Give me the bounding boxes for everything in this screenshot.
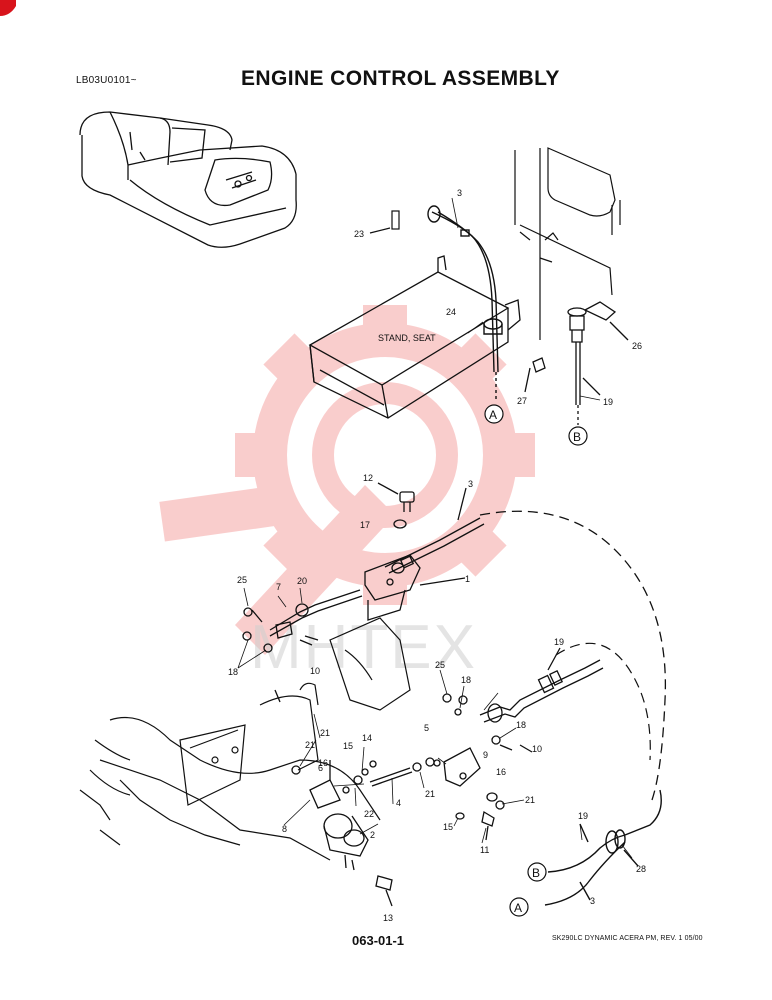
callout-5: 5: [424, 723, 429, 733]
connector-a-upper: A: [484, 404, 504, 424]
connector-b-upper: B: [568, 426, 588, 446]
callout-21-b: 21: [320, 728, 330, 738]
catalog-code: LB03U0101~: [76, 75, 137, 86]
callout-28: 28: [636, 864, 646, 874]
svg-text:A: A: [489, 408, 497, 422]
throttle-cable-upper: [427, 205, 503, 400]
cable-routing-dashed-2: [555, 642, 651, 761]
revision-note: SK290LC DYNAMIC ACERA PM, REV. 1 05/00: [552, 935, 703, 942]
bracket-part-1: [364, 554, 466, 621]
callout-9: 9: [483, 750, 488, 760]
callout-18-left: 18: [228, 667, 238, 677]
bolt-part-12: [377, 482, 415, 529]
throttle-cable-lower: [544, 789, 662, 906]
callout-25-right: 25: [435, 660, 445, 670]
callout-24: 24: [446, 307, 456, 317]
throttle-dial-unit: [524, 301, 629, 425]
callout-16-left: 16: [318, 758, 328, 768]
callout-16-right: 16: [496, 767, 506, 777]
lever-part-9: [433, 747, 505, 841]
callout-10-left: 10: [310, 666, 320, 676]
callout-3-top: 3: [457, 188, 462, 198]
page-number: 063-01-1: [352, 933, 405, 948]
callout-10-right: 10: [532, 744, 542, 754]
seat-console-view: [79, 111, 297, 248]
callout-6: 6: [318, 763, 323, 773]
callout-21-left: 21: [305, 740, 315, 750]
callout-8: 8: [282, 824, 287, 834]
svg-text:A: A: [514, 901, 522, 915]
rod-part-4: [342, 757, 435, 794]
cable-end-right: [458, 647, 604, 723]
leader-lines: [237, 197, 633, 859]
callout-12: 12: [363, 473, 373, 483]
callout-4: 4: [396, 798, 401, 808]
callout-1: 1: [465, 574, 470, 584]
callout-19-mid: 19: [554, 637, 564, 647]
callout-11: 11: [480, 845, 489, 855]
watermark-text: MHTEX: [250, 613, 477, 682]
engine-governor-housing: [79, 617, 411, 861]
svg-text:B: B: [573, 430, 581, 444]
page-title: ENGINE CONTROL ASSEMBLY: [241, 67, 560, 90]
callout-20: 20: [297, 576, 307, 586]
callout-19-low: 19: [578, 811, 588, 821]
connector-a-lower: A: [509, 897, 529, 917]
corner-mark-icon: [0, 0, 16, 16]
cab-corner: [514, 147, 621, 340]
callout-23: 23: [354, 229, 364, 239]
cable-routing-dashed: [479, 510, 667, 801]
callout-21-c: 21: [425, 789, 435, 799]
callout-17: 17: [360, 520, 370, 530]
callout-14: 14: [362, 733, 372, 743]
callout-27: 27: [517, 396, 527, 406]
callout-13: 13: [383, 913, 393, 923]
callout-7: 7: [276, 582, 281, 592]
watermark-gear-icon: [159, 305, 535, 655]
callout-25-left: 25: [237, 575, 247, 585]
callout-22: 22: [364, 809, 374, 819]
callout-18-mid: 18: [461, 675, 471, 685]
stand-seat-label: STAND, SEAT: [378, 333, 436, 343]
callout-18-right: 18: [516, 720, 526, 730]
bolt-part-13: [375, 875, 393, 907]
seat-stand-bracket: [308, 255, 521, 419]
actuator-part-2: [309, 760, 369, 871]
clip-part-23: [369, 210, 400, 234]
svg-text:B: B: [532, 866, 540, 880]
lever-rod-assembly: [242, 589, 363, 703]
callout-2: 2: [370, 830, 375, 840]
callout-3-mid: 3: [468, 479, 473, 489]
callout-15-left: 15: [343, 741, 353, 751]
callout-3-low: 3: [590, 896, 595, 906]
callout-19-top: 19: [603, 397, 613, 407]
connector-b-lower: B: [527, 862, 547, 882]
callout-26: 26: [632, 341, 642, 351]
callout-15-right: 15: [443, 822, 453, 832]
callout-21-right: 21: [525, 795, 535, 805]
